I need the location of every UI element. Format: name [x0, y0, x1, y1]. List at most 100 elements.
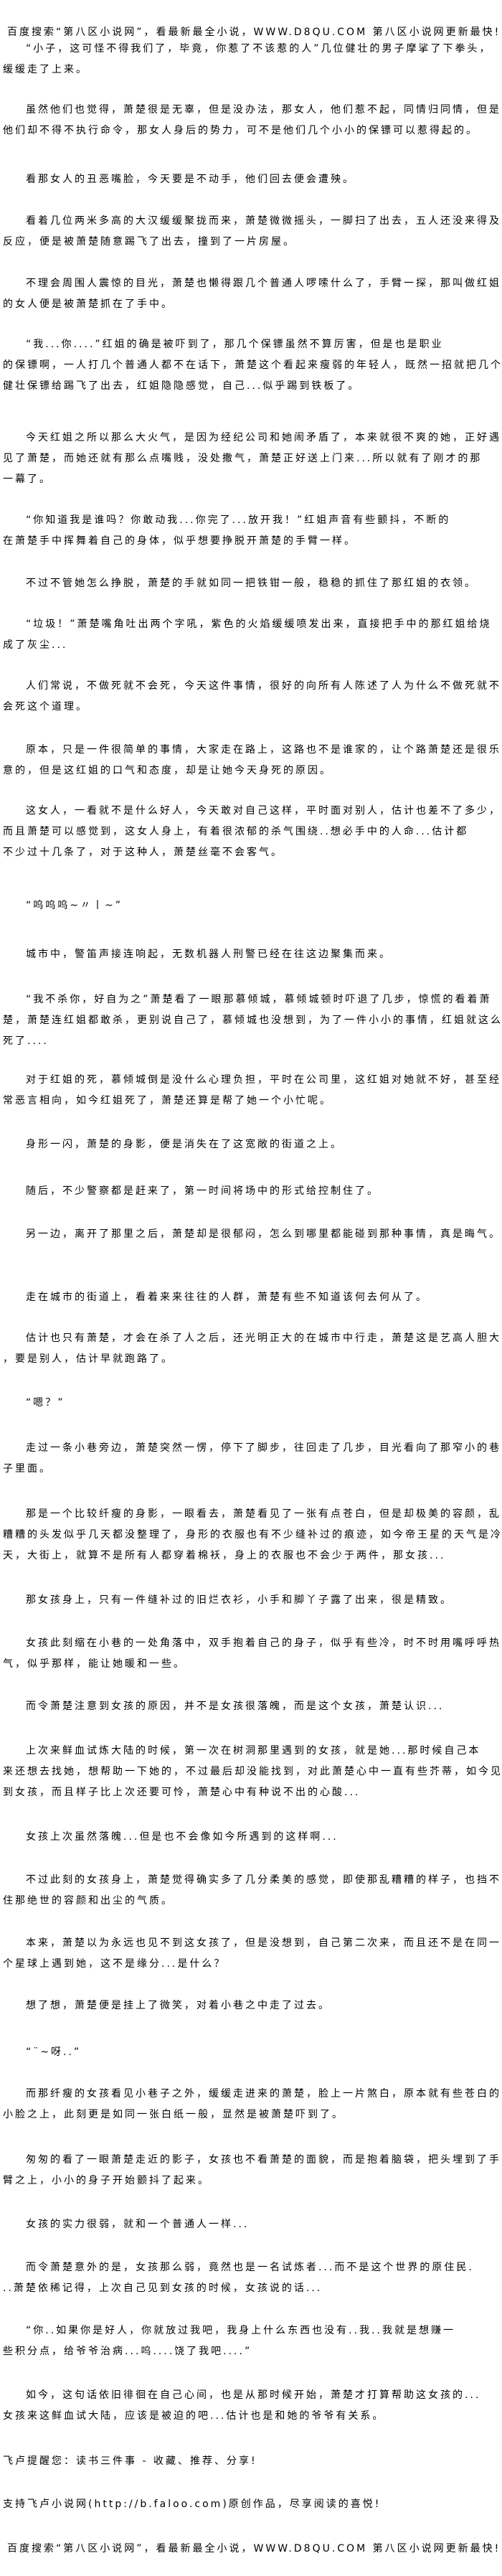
paragraph-line: 另一边，离开了那里之后，萧楚却是很郁闷，怎么到哪里都能碰到那种事情，真是晦气。 [26, 1228, 501, 1240]
footer-banner: 百度搜索“第八区小说网”，看最新最全小说，WWW.D8QU.COM 第八区小说网… [0, 2539, 502, 2559]
paragraph-line: 小脸之上，此刻更是如同一张白纸一般，显然是被萧楚吓到了。 [3, 2109, 344, 2120]
paragraph: 不过此刻的女孩身上，萧楚觉得确实多了几分柔美的感觉，即使那乱糟糟的样子，也挡不住… [0, 1870, 502, 1912]
paragraph: 想了想，萧楚便是挂上了微笑，对着小巷之中走了过去。 [0, 1996, 502, 2016]
paragraph: 对于红姐的死，慕倾城倒是没什么心理负担，平时在公司里，这红姐对她就不好，甚至经常… [0, 1070, 502, 1111]
paragraph-line: 女孩来这鲜血试大陆，应该是被迫的吧...估计也是和她的爷爷有关系。 [3, 2410, 385, 2422]
paragraph: 今天红姐之所以那么大火气，是因为经纪公司和她闹矛盾了，本来就很不爽的她，正好遇见… [0, 428, 502, 490]
paragraph-line: 这女人，一看就不是什么好人，今天敢对自己这样，平时面对别人，估计也差不了多少， [26, 805, 501, 817]
paragraph-line: 看那女人的丑恶嘴脸，今天要是不动手，他们回去便会遭殃。 [26, 174, 355, 185]
paragraph-line: 走在城市的街道上，看着来来往往的人群，萧楚有些不知道该何去何从了。 [26, 1292, 428, 1303]
paragraph: 匆匆的看了一眼萧楚走近的影子，女孩也不看萧楚的面貌，而是抱着脑袋，把头埋到了手臂… [0, 2150, 502, 2191]
paragraph-line: 些积分点，给爷爷治病...呜....饶了我吧....” [3, 2346, 252, 2357]
paragraph: 走过一条小巷旁边，萧楚突然一愣，停下了脚步，往回走了几步，目光看向了那窄小的巷子… [0, 1438, 502, 1480]
paragraph: “我不杀你，好自为之”萧楚看了一眼那慕倾城，慕倾城顿时吓退了几步，惊慌的看着萧楚… [0, 989, 502, 1052]
paragraph-line: 在萧楚手中挥舞着自己的身体，似乎想要挣脱开萧楚的手臂一样。 [3, 535, 356, 547]
footer-reminder-text: 飞卢提醒您：读书三件事 - 收藏、推荐、分享! [3, 2455, 257, 2467]
paragraph-line: 到女孩，而且样子比上次还要可怜，萧楚心中有种说不出的心酸... [3, 1787, 361, 1798]
paragraph-line: 那女孩身上，只有一件缝补过的旧烂衣衫，小手和脚丫子露了出来，很是精致。 [26, 1594, 453, 1606]
paragraph-line: “我...你....”红姐的确是被吓到了，那几个保镖虽然不算厉害，但是也是职业 [26, 339, 444, 350]
paragraph: 走在城市的街道上，看着来来往往的人群，萧楚有些不知道该何去何从了。 [0, 1287, 502, 1308]
paragraph: 本来，萧楚以为永远也见不到这女孩了，但是没想到，自己第二次来，而且还不是在同一个… [0, 1933, 502, 1975]
paragraph-line: 那是一个比较纤瘦的身影，一眼看去，萧楚看见了一张有点苍白，但是却极美的容颜，乱 [26, 1508, 501, 1520]
paragraph-line: 见了萧楚，而她还就有那么点嘴贱，没处撒气，萧楚正好送上门来...所以就有了刚才的… [3, 453, 483, 464]
paragraph-line: “你知道我是谁吗？你敢动我...你完了...放开我！”红姐声音有些颤抖，不断的 [26, 514, 451, 526]
paragraph: 那女孩身上，只有一件缝补过的旧烂衣衫，小手和脚丫子露了出来，很是精致。 [0, 1590, 502, 1611]
paragraph-line: 人们常说，不做死就不会死，今天这件事情，很好的向所有人陈述了人为什么不做死就不 [26, 680, 501, 692]
footer-reminder: 飞卢提醒您：读书三件事 - 收藏、推荐、分享! [0, 2451, 502, 2472]
paragraph-line: 的保镖啊，一人打几个普通人都不在话下，萧楚这个看起来瘦弱的年轻人，既然一招就把几… [3, 359, 502, 371]
paragraph-line: 楚，萧楚连红姐都敢杀，更别说自己了，慕倾城也没想到，为了一件小小的事情，红姐就这… [3, 1015, 502, 1026]
paragraph-line: 臂之上，小小的身子开始颤抖了起来。 [3, 2175, 210, 2186]
paragraph-line: 估计也只有萧楚，才会在杀了人之后，还光明正大的在城市中行走，萧楚这是艺高人胆大 [26, 1332, 501, 1344]
paragraph-line: 的女人便是被萧楚抓在了手中。 [3, 299, 174, 310]
paragraph: 看那女人的丑恶嘴脸，今天要是不动手，他们回去便会遭殃。 [0, 169, 502, 190]
header-banner: 百度搜索“第八区小说网”，看最新最全小说，WWW.D8QU.COM 第八区小说网… [0, 22, 502, 43]
paragraph-line: 本来，萧楚以为永远也见不到这女孩了，但是没想到，自己第二次来，而且还不是在同一 [26, 1937, 501, 1949]
paragraph-line: 上次来鲜血试炼大陆的时候，第一次在树洞那里遇到的女孩，就是她...那时候自己本 [26, 1745, 481, 1757]
paragraph-line: 如今，这句话依旧徘徊在自己心间，也是从那时候开始，萧楚才打算帮助这女孩的... [26, 2389, 481, 2401]
paragraph-line: 缓缓走了上来。 [3, 64, 88, 75]
paragraph: “小子，这可怪不得我们了，毕竟，你惹了不该惹的人”几位健壮的男子摩挲了下拳头， 缓… [0, 39, 502, 80]
paragraph: 原本，只是一件很简单的事情，大家走在路上，这路也不是谁家的，让个路萧楚还是很乐意… [0, 740, 502, 781]
paragraph-line: 想了想，萧楚便是挂上了微笑，对着小巷之中走了过去。 [26, 2000, 331, 2011]
paragraph-line: “¨~呀..” [26, 2046, 82, 2058]
paragraph-line: 女孩此刻缩在小巷的一处角落中，双手抱着自己的身子，似乎有些冷，时不时用嘴呼呼热 [26, 1637, 501, 1649]
paragraph: 那是一个比较纤瘦的身影，一眼看去，萧楚看见了一张有点苍白，但是却极美的容颜，乱糟… [0, 1504, 502, 1566]
paragraph-line: 走过一条小巷旁边，萧楚突然一愣，停下了脚步，往回走了几步，目光看向了那窄小的巷 [26, 1442, 501, 1454]
paragraph-line: 而那纤瘦的女孩看见小巷子之外，缓缓走进来的萧楚，脸上一片煞白，原本就有些苍白的 [26, 2088, 501, 2100]
paragraph: 另一边，离开了那里之后，萧楚却是很郁闷，怎么到哪里都能碰到那种事情，真是晦气。 [0, 1224, 502, 1245]
paragraph-line: “呜呜呜~〃丨~” [26, 900, 123, 911]
paragraph-line: 原本，只是一件很简单的事情，大家走在路上，这路也不是谁家的，让个路萧楚还是很乐 [26, 744, 501, 756]
paragraph-line: 不理会周围人震惊的目光，萧楚也懒得跟几个普通人啰嗦什么了，手臂一探，那叫做红姐 [26, 278, 501, 289]
paragraph-line: “我不杀你，好自为之”萧楚看了一眼那慕倾城，慕倾城顿时吓退了几步，惊慌的看着萧 [26, 994, 492, 1005]
paragraph-line: 看着几位两米多高的大汉缓缓聚拢而来，萧楚微微摇头，一脚扫了出去，五人还没来得及 [26, 215, 501, 227]
footer-support: 支持飞卢小说网(http://b.faloo.com)原创作品，尽享阅读的喜悦! [0, 2494, 502, 2515]
paragraph: 虽然他们也觉得，萧楚很是无辜，但是没办法，那女人，他们惹不起，同情归同情，但是他… [0, 100, 502, 141]
paragraph-line: 城市中，警笛声接连响起，无数机器人刑警已经在往这边聚集而来。 [26, 949, 392, 960]
paragraph: “¨~呀..” [0, 2042, 502, 2063]
paragraph-line: 不过不管她怎么挣脱，萧楚的手就如同一把铁钳一般，稳稳的抓住了那红姐的衣领。 [26, 578, 477, 589]
paragraph-line: 女孩上次虽然落魄...但是也不会像如今所遇到的这样啊... [26, 1831, 338, 1843]
paragraph: 而那纤瘦的女孩看见小巷子之外，缓缓走进来的萧楚，脸上一片煞白，原本就有些苍白的小… [0, 2084, 502, 2125]
paragraph-line: 死了.... [3, 1035, 49, 1047]
paragraph-line: 他们却不得不执行命令，那女人身后的势力，可不是他们几个小小的保镖可以惹得起的。 [3, 125, 478, 136]
paragraph-line: 而令萧楚注意到女孩的原因，并不是女孩很落魄，而是这个女孩，萧楚认识... [26, 1701, 445, 1712]
paragraph: 如今，这句话依旧徘徊在自己心间，也是从那时候开始，萧楚才打算帮助这女孩的... 女… [0, 2385, 502, 2427]
paragraph: 城市中，警笛声接连响起，无数机器人刑警已经在往这边聚集而来。 [0, 944, 502, 965]
paragraph-line: 子里面。 [3, 1463, 52, 1475]
paragraph-line: 住那绝世的容颜和出尘的气质。 [3, 1895, 174, 1907]
paragraph-line: 成了灰尘... [3, 639, 68, 651]
paragraph: “垃圾！”萧楚嘴角吐出两个字吼，紫色的火焰缓缓喷发出来，直接把手中的那红姐给烧成… [0, 614, 502, 656]
paragraph-line: 不过此刻的女孩身上，萧楚觉得确实多了几分柔美的感觉，即使那乱糟糟的样子，也挡不 [26, 1874, 501, 1886]
paragraph-line: 气，似乎那样，能让她暖和一些。 [3, 1658, 186, 1670]
paragraph-line: 不少过十几条了，对于这种人，萧楚丝毫不会客气。 [3, 847, 283, 858]
paragraph-line: ..萧楚依稀记得，上次自己见到女孩的时候，女孩说的话... [3, 2283, 323, 2294]
paragraph: 女孩此刻缩在小巷的一处角落中，双手抱着自己的身子，似乎有些冷，时不时用嘴呼呼热气… [0, 1633, 502, 1675]
paragraph-line: 健壮保镖给踢飞了出去，红姐隐隐感觉，自己...似乎踢到铁板了。 [3, 380, 361, 392]
paragraph: “你知道我是谁吗？你敢动我...你完了...放开我！”红姐声音有些颤抖，不断的在… [0, 510, 502, 552]
paragraph-line: 而令萧楚意外的是，女孩那么弱，竟然也是一名试炼者...而不是这个世界的原住民. [26, 2262, 474, 2273]
paragraph-line: 一幕了。 [3, 474, 52, 485]
paragraph-line: 女孩的实力很弱，就和一个普通人一样... [26, 2219, 250, 2230]
paragraph-line: 虽然他们也觉得，萧楚很是无辜，但是没办法，那女人，他们惹不起，同情归同情，但是 [26, 104, 501, 116]
paragraph-line: “小子，这可怪不得我们了，毕竟，你惹了不该惹的人”几位健壮的男子摩挲了下拳头， [26, 43, 492, 55]
paragraph-line: 糟糟的头发似乎几天都没整理了，身形的衣服也有不少缝补过的痕迹，如今帝王星的天气是… [3, 1529, 502, 1541]
paragraph-line: 随后，不少警察都是赶来了，第一时间将场中的形式给控制住了。 [26, 1185, 379, 1197]
paragraph: 估计也只有萧楚，才会在杀了人之后，还光明正大的在城市中行走，萧楚这是艺高人胆大 ，… [0, 1328, 502, 1370]
paragraph-line: 来还想去找她，想帮助一下她的，不过最后却没能找到，对此萧楚心中一直有些芥蒂，如今… [3, 1766, 502, 1777]
paragraph-line: 天，大街上，就算不是所有人都穿着棉袄，身上的衣服也不会少于两件，那女孩... [3, 1550, 446, 1561]
paragraph: 看着几位两米多高的大汉缓缓聚拢而来，萧楚微微摇头，一脚扫了出去，五人还没来得及反… [0, 211, 502, 253]
paragraph-line: ，要是别人，估计早就跑路了。 [3, 1353, 174, 1365]
footer-banner-text: 百度搜索“第八区小说网”，看最新最全小说，WWW.D8QU.COM 第八区小说网… [7, 2543, 501, 2554]
paragraph: “我...你....”红姐的确是被吓到了，那几个保镖虽然不算厉害，但是也是职业的… [0, 334, 502, 397]
paragraph: “呜呜呜~〃丨~” [0, 896, 502, 916]
paragraph: 人们常说，不做死就不会死，今天这件事情，很好的向所有人陈述了人为什么不做死就不会… [0, 676, 502, 718]
paragraph: 而令萧楚意外的是，女孩那么弱，竟然也是一名试炼者...而不是这个世界的原住民..… [0, 2257, 502, 2299]
paragraph-line: 意的，但是这红姐的口气和态度，却是让她今天身死的原因。 [3, 765, 332, 776]
paragraph-line: 对于红姐的死，慕倾城倒是没什么心理负担，平时在公司里，这红姐对她就不好，甚至经 [26, 1074, 501, 1086]
paragraph-line: 个星球上遇到她，这不是缘分...是什么？ [3, 1958, 227, 1970]
footer-support-text: 支持飞卢小说网(http://b.faloo.com)原创作品，尽享阅读的喜悦! [3, 2499, 382, 2510]
paragraph: 身形一闪，萧楚的身影，便是消失在了这宽敞的街道之上。 [0, 1134, 502, 1155]
paragraph: 不理会周围人震惊的目光，萧楚也懒得跟几个普通人啰嗦什么了，手臂一探，那叫做红姐的… [0, 273, 502, 315]
paragraph: 女孩上次虽然落魄...但是也不会像如今所遇到的这样啊... [0, 1827, 502, 1848]
